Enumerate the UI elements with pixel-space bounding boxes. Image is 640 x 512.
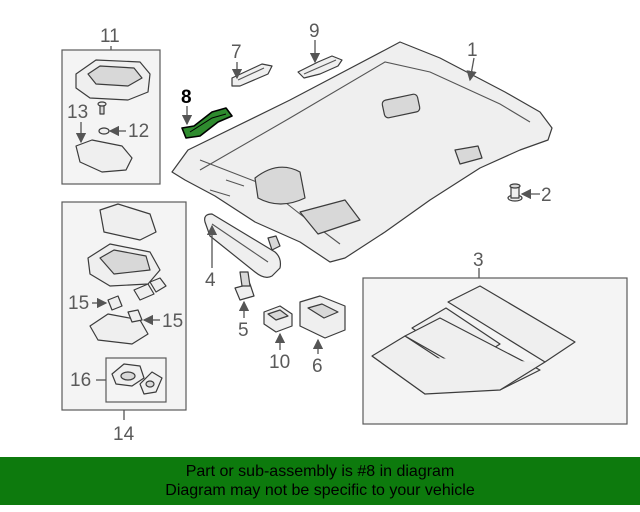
callout-9: 9 [309, 21, 320, 42]
callout-4: 4 [205, 270, 216, 291]
banner-line-2: Diagram may not be specific to your vehi… [165, 482, 475, 499]
lamp-part [263, 305, 293, 333]
callout-10: 10 [269, 352, 290, 373]
pad-part [371, 285, 576, 395]
bracket-part [297, 55, 343, 79]
callout-15b: 15 [162, 311, 183, 332]
callout-1: 1 [467, 40, 478, 61]
callout-16: 16 [70, 370, 91, 391]
leader-lines [75, 40, 540, 420]
callout-13: 13 [67, 102, 88, 123]
overhead-console-part [87, 203, 167, 345]
bracket-part-highlighted [181, 107, 233, 139]
hook-part [234, 271, 255, 301]
callout-3: 3 [473, 250, 484, 271]
callout-15a: 15 [68, 293, 89, 314]
callout-2: 2 [541, 185, 552, 206]
callout-14: 14 [113, 424, 135, 445]
notice-banner: Part or sub-assembly is #8 in diagram Di… [0, 457, 640, 505]
console-part [75, 59, 151, 173]
headliner-part [171, 41, 553, 263]
grab-handle-part [231, 63, 273, 87]
parts-diagram: 1 2 3 4 5 6 7 8 9 10 11 12 13 14 15 15 1… [61, 21, 628, 445]
callout-12: 12 [128, 121, 149, 142]
visor-part [204, 213, 282, 278]
clip-part [507, 183, 523, 202]
callout-11: 11 [100, 26, 120, 47]
lens-part [111, 363, 163, 395]
callout-numbers: 1 2 3 4 5 6 7 8 9 10 11 12 13 14 15 15 1… [67, 21, 552, 445]
callout-7: 7 [231, 42, 242, 63]
callout-6: 6 [312, 356, 323, 377]
lamp-housing-part [299, 295, 346, 339]
banner-line-1: Part or sub-assembly is #8 in diagram [185, 463, 455, 480]
callout-5: 5 [238, 320, 249, 341]
callout-8: 8 [181, 87, 192, 108]
